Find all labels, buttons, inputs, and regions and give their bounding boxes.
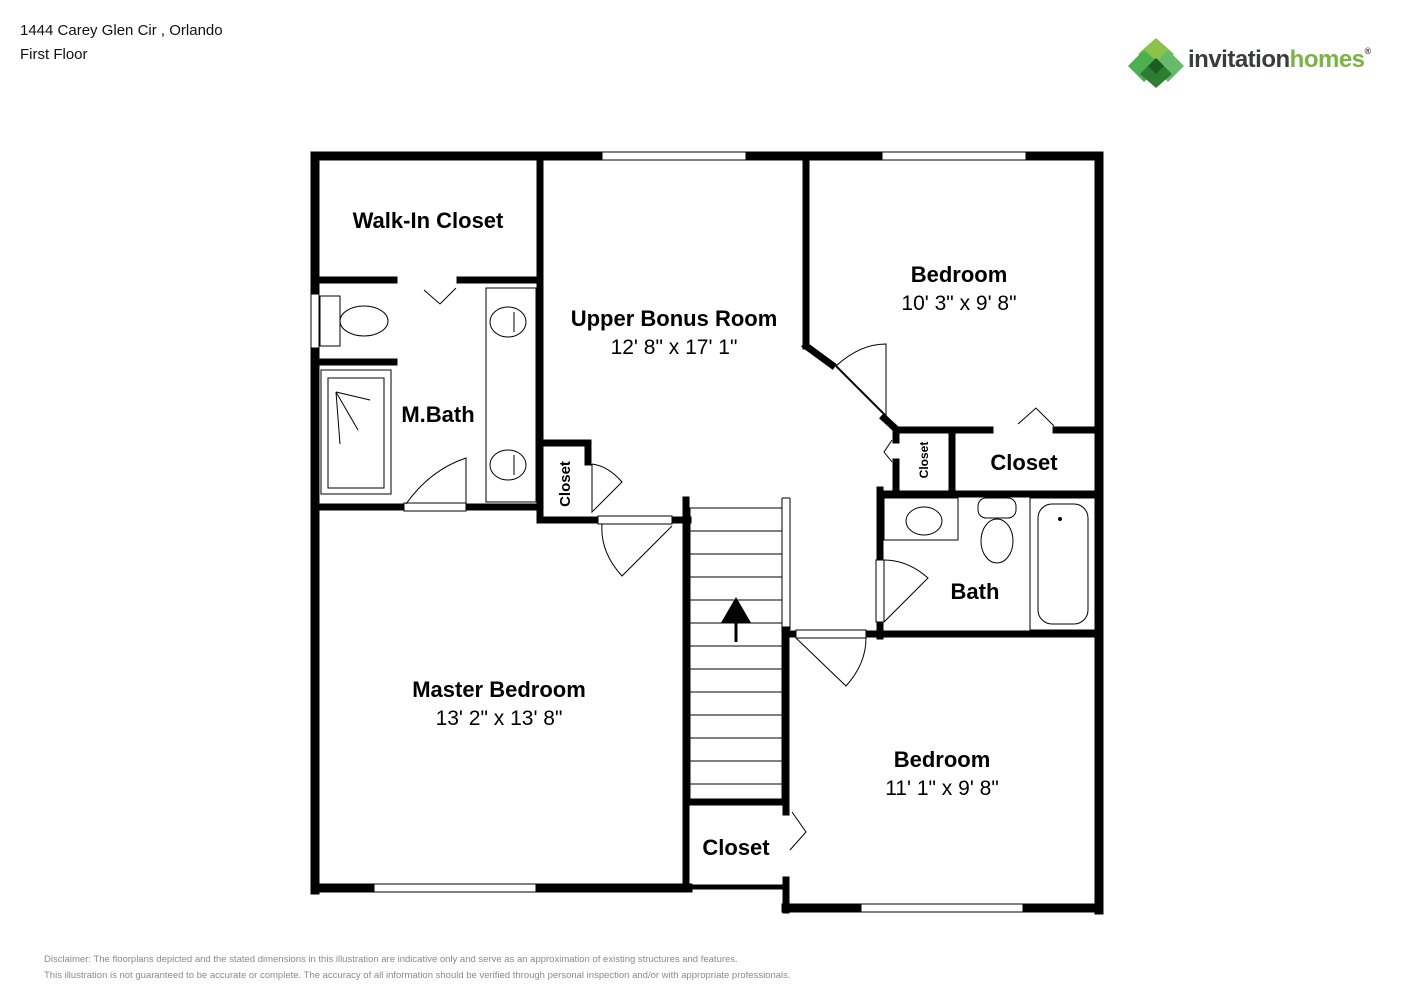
windows <box>310 151 1027 913</box>
logo-wordmark: invitationhomes® <box>1188 46 1371 74</box>
door-opening-master <box>597 515 673 525</box>
toilet-tank <box>319 295 341 347</box>
door-bath <box>883 559 929 623</box>
door-closet-bottom <box>789 811 807 851</box>
window-mbath <box>310 293 320 349</box>
door-bedroom-top <box>835 365 887 417</box>
toilet-icon <box>339 305 389 337</box>
door-closet-right <box>1017 407 1055 427</box>
dims-bedroom-top: 10' 3" x 9' 8" <box>901 292 1016 315</box>
label-bedroom-top: Bedroom <box>911 262 1008 287</box>
company-logo: invitationhomes® <box>1128 36 1388 90</box>
property-address: 1444 Carey Glen Cir , Orlando <box>20 22 223 39</box>
bath-vanity <box>883 497 959 541</box>
door-opening-br2 <box>795 629 867 639</box>
window-bedroom-top <box>881 151 1027 161</box>
room-labels: Walk-In Closet Upper Bonus Room 12' 8" x… <box>353 208 1059 860</box>
door-master <box>601 523 673 577</box>
disclaimer-line-1: Disclaimer: The floorplans depicted and … <box>44 954 738 965</box>
sink-icon <box>489 449 527 481</box>
label-walk-in-closet: Walk-In Closet <box>353 208 504 233</box>
label-upper-bonus-room: Upper Bonus Room <box>571 306 778 331</box>
bathtub-outline <box>1029 497 1097 631</box>
mbath-vanity <box>485 287 537 503</box>
fixtures <box>319 287 1097 631</box>
door-mbath <box>405 457 467 507</box>
door-walkin <box>423 287 457 305</box>
bathtub-icon <box>1037 503 1089 625</box>
door-closet-left <box>591 463 623 514</box>
door-opening-mbath <box>403 502 467 512</box>
label-bedroom-bottom: Bedroom <box>894 747 991 772</box>
label-closet-small-left: Closet <box>557 461 574 507</box>
label-closet-small-right: Closet <box>917 442 931 479</box>
dims-master-bedroom: 13' 2" x 13' 8" <box>436 707 563 730</box>
door-closet-small <box>883 439 893 463</box>
label-m-bath: M.Bath <box>401 402 474 427</box>
label-bath: Bath <box>951 579 1000 604</box>
label-closet-right: Closet <box>990 450 1058 475</box>
label-closet-bottom: Closet <box>702 835 770 860</box>
window-master <box>373 883 537 893</box>
sink-icon <box>489 306 527 338</box>
logo-mark-icon <box>1128 38 1184 88</box>
doors <box>405 287 1055 851</box>
dims-upper-bonus-room: 12' 8" x 17' 1" <box>611 336 738 359</box>
window-bonus <box>601 151 747 161</box>
logo-word-invitation: invitation <box>1188 46 1290 73</box>
disclaimer-line-2: This illustration is not guaranteed to b… <box>44 970 791 981</box>
door-opening-bath <box>875 559 885 623</box>
logo-trademark: ® <box>1364 46 1372 56</box>
sink-icon <box>905 506 943 536</box>
door-swing-bedroom-top <box>835 343 887 416</box>
wall-angle-1 <box>801 341 837 370</box>
dims-bedroom-bottom: 11' 1" x 9' 8" <box>885 777 999 800</box>
logo-word-homes: homes <box>1289 46 1365 73</box>
window-bedroom-bottom <box>860 903 1024 913</box>
stair-outline <box>689 507 783 801</box>
toilet-icon <box>980 518 1014 564</box>
label-master-bedroom: Master Bedroom <box>412 677 586 702</box>
stairs <box>689 497 791 801</box>
floor-label: First Floor <box>20 46 88 63</box>
stair-arrow-icon <box>721 597 751 623</box>
door-bedroom-bottom <box>795 637 867 687</box>
shower-icon <box>320 369 392 495</box>
toilet-tank <box>977 497 1017 519</box>
